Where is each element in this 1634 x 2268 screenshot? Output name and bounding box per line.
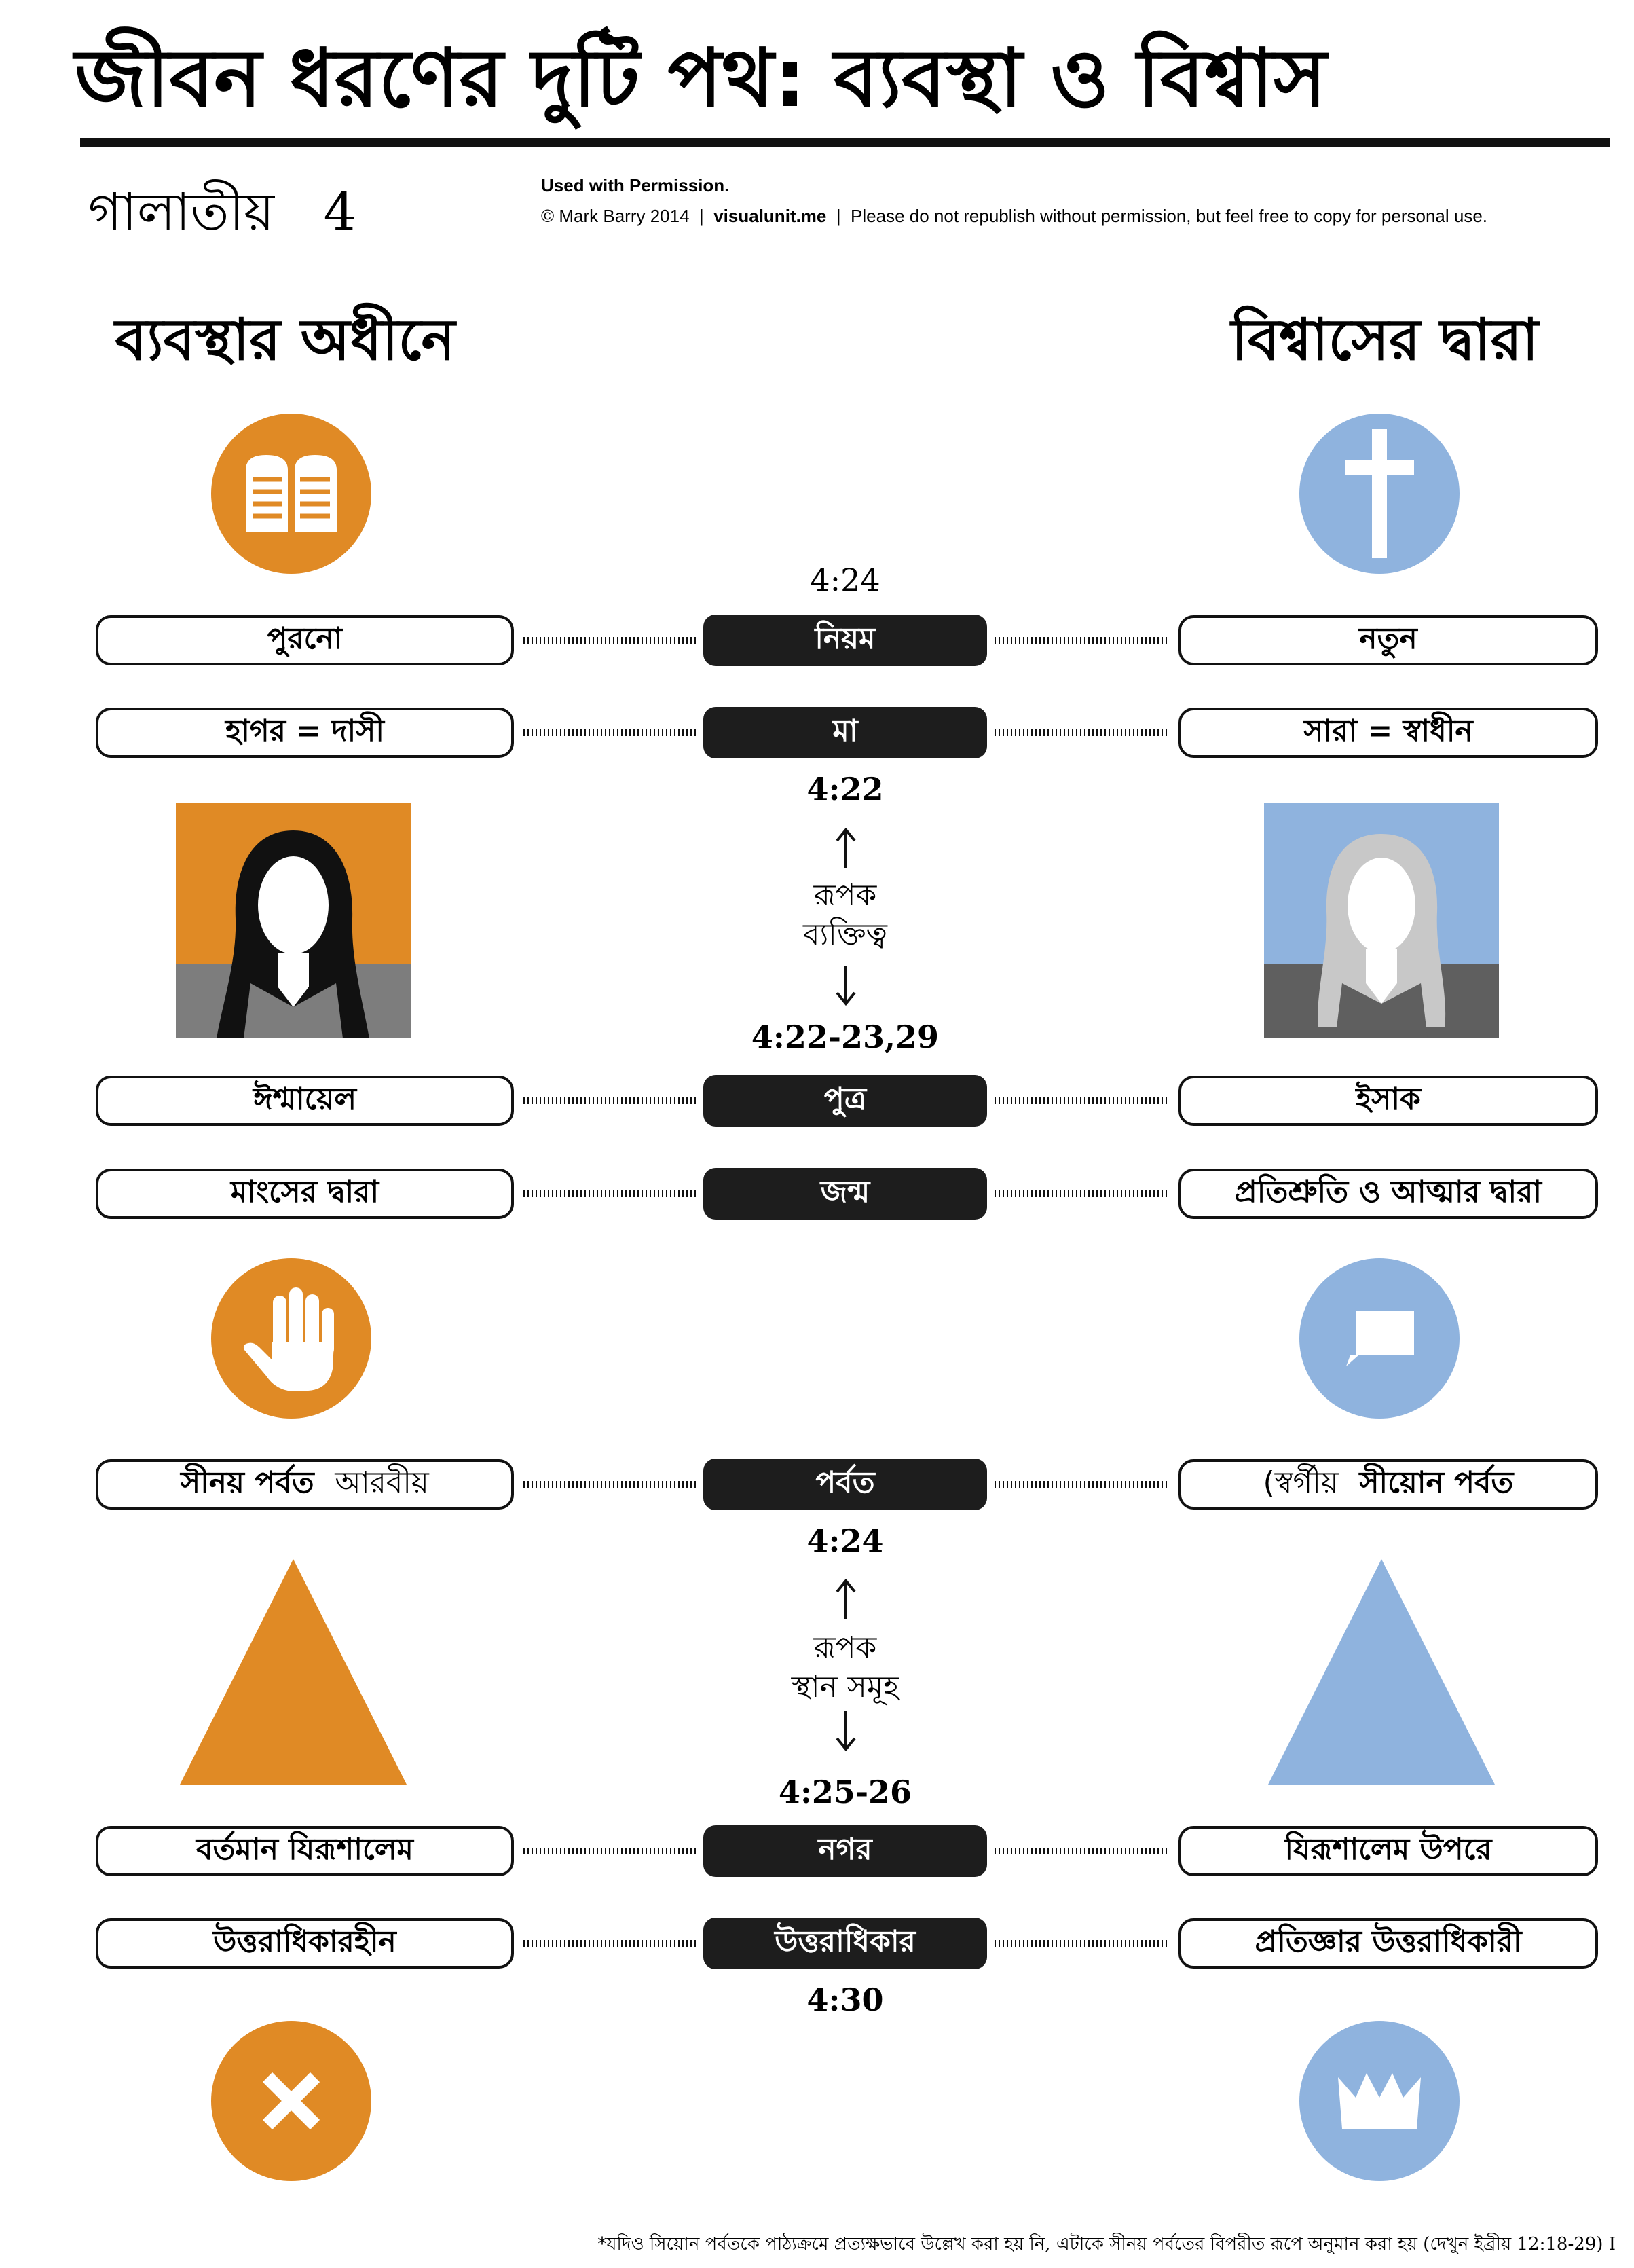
- book-name: গালাতীয়: [88, 181, 275, 242]
- note-line: রূপক: [813, 878, 877, 913]
- city-label: নগর: [703, 1825, 987, 1877]
- page-title: জীবন ধরণের দুটি পথ: ব্যবস্থা ও বিশ্বাস: [75, 31, 1327, 125]
- sinai-label: সীনয় পর্বত: [181, 1465, 314, 1500]
- right-triangle-mountain-icon: [1264, 1554, 1499, 1789]
- title-divider: [80, 138, 1610, 147]
- figurative-places-note: রূপক স্থান সমূহ: [713, 1628, 978, 1707]
- up-arrow-icon: [829, 827, 863, 868]
- old-covenant-box: পুরনো: [96, 615, 514, 665]
- permission-note: Used with Permission.: [541, 175, 730, 196]
- tablets-of-law-icon: [211, 414, 371, 574]
- speech-bubble-icon: [1299, 1258, 1460, 1419]
- hagar-box: হাগর = দাসী: [96, 708, 514, 758]
- ishmael-box: ঈশ্মায়েল: [96, 1076, 514, 1126]
- heavenly-label: (স্বর্গীয়: [1263, 1465, 1339, 1500]
- birth-label: জন্ম: [703, 1168, 987, 1220]
- by-flesh-box: মাংসের দ্বারা: [96, 1169, 514, 1219]
- note-line: স্থান সমূহ: [791, 1670, 899, 1704]
- inheritance-label: উত্তরাধিকার: [703, 1918, 987, 1969]
- copyright-text: © Mark Barry 2014: [541, 206, 690, 226]
- new-covenant-box: নতুন: [1178, 615, 1598, 665]
- connector-dots: [523, 637, 697, 644]
- scripture-reference: গালাতীয় 4: [88, 178, 356, 246]
- heirs-of-promise-box: প্রতিজ্ঞার উত্তরাধিকারী: [1178, 1918, 1598, 1969]
- verse-city: 4:25-26: [778, 1774, 912, 1810]
- present-jerusalem-box: বর্তমান যিরূশালেম: [96, 1826, 514, 1876]
- sinai-box: সীনয় পর্বত আরবীয়: [96, 1459, 514, 1510]
- figurative-persons-note: রূপক ব্যক্তিত্ব: [713, 876, 978, 955]
- no-inheritance-box: উত্তরাধিকারহীন: [96, 1918, 514, 1969]
- zion-box: (স্বর্গীয় সীয়োন পর্বত: [1178, 1459, 1598, 1510]
- connector-dots: [995, 1481, 1170, 1488]
- down-arrow-icon: [829, 1711, 863, 1752]
- left-column-heading: ব্যবস্থার অধীনে: [115, 306, 456, 373]
- footnote: *যদিও সিয়োন পর্বতকে পাঠ্যক্রমে প্রত্যক্…: [597, 2234, 1616, 2254]
- connector-dots: [523, 1097, 697, 1104]
- verse-mother: 4:22: [806, 771, 884, 807]
- connector-dots: [523, 1848, 697, 1854]
- verse-inheritance: 4:30: [806, 1981, 884, 2018]
- connector-dots: [995, 1190, 1170, 1197]
- verse-mountain: 4:24: [806, 1522, 884, 1559]
- mountain-label: পর্বত: [703, 1459, 987, 1510]
- jerusalem-above-box: যিরূশালেম উপরে: [1178, 1826, 1598, 1876]
- connector-dots: [523, 1481, 697, 1488]
- sarah-box: সারা = স্বাধীন: [1178, 708, 1598, 758]
- sarah-portrait: [1264, 803, 1499, 1038]
- left-triangle-mountain-icon: [176, 1554, 411, 1789]
- note-line: রূপক: [813, 1630, 877, 1665]
- down-arrow-icon: [829, 966, 863, 1006]
- connector-dots: [995, 729, 1170, 736]
- hagar-portrait: [176, 803, 411, 1038]
- right-column-heading: বিশ্বাসের দ্বারা: [1231, 306, 1539, 373]
- isaac-box: ইসাক: [1178, 1076, 1598, 1126]
- up-arrow-icon: [829, 1578, 863, 1619]
- raised-hand-icon: [211, 1258, 371, 1419]
- note-line: ব্যক্তিত্ব: [803, 917, 887, 952]
- verse-son: 4:22-23,29: [751, 1019, 940, 1055]
- verse-covenant: 4:24: [810, 562, 880, 598]
- credit-line: © Mark Barry 2014 | visualunit.me | Plea…: [541, 206, 1488, 226]
- connector-dots: [995, 1848, 1170, 1854]
- mother-label: মা: [703, 707, 987, 758]
- by-promise-box: প্রতিশ্রুতি ও আত্মার দ্বারা: [1178, 1169, 1598, 1219]
- chapter-number: 4: [323, 181, 356, 242]
- site-link[interactable]: visualunit.me: [713, 206, 827, 226]
- connector-dots: [523, 1190, 697, 1197]
- son-label: পুত্র: [703, 1075, 987, 1127]
- connector-dots: [995, 637, 1170, 644]
- covenant-label: নিয়ম: [703, 615, 987, 666]
- crown-icon: [1299, 2021, 1460, 2181]
- connector-dots: [995, 1097, 1170, 1104]
- republish-notice: Please do not republish without permissi…: [851, 206, 1488, 226]
- connector-dots: [523, 1940, 697, 1947]
- cross-icon: [1299, 414, 1460, 574]
- x-mark-icon: [211, 2021, 371, 2181]
- connector-dots: [523, 729, 697, 736]
- arabia-label: আরবীয়: [335, 1465, 429, 1500]
- connector-dots: [995, 1940, 1170, 1947]
- zion-label: সীয়োন পর্বত: [1359, 1465, 1514, 1500]
